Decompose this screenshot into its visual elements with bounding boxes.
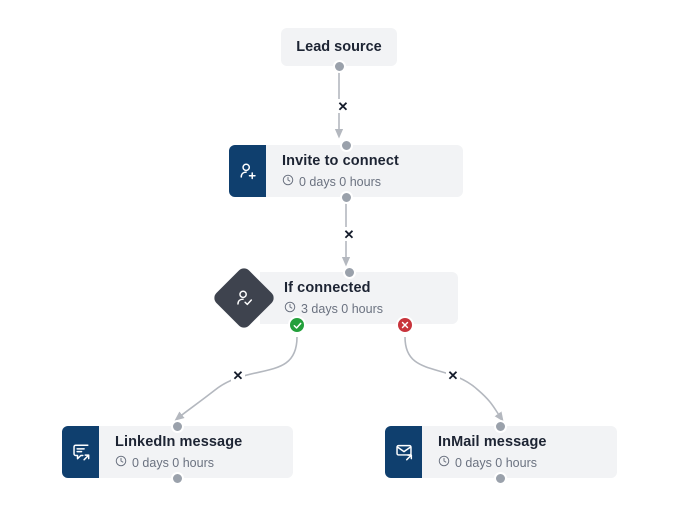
node-delay-linkedin-message: 0 days 0 hours [115, 455, 293, 471]
node-delay-inmail-message: 0 days 0 hours [438, 455, 617, 471]
node-delay-if-connected: 3 days 0 hours [284, 301, 458, 317]
port-linkedin-message-in[interactable] [171, 420, 184, 433]
port-linkedin-message-out[interactable] [171, 472, 184, 485]
mail-send-icon [385, 426, 422, 478]
node-delay-text-if-connected: 3 days 0 hours [301, 301, 383, 316]
port-invite-to-connect-out[interactable] [340, 191, 353, 204]
edge-remove-invite-ifconnected[interactable]: ✕ [342, 226, 356, 242]
edge-remove-lead-invite[interactable]: ✕ [336, 98, 350, 114]
node-lead-source[interactable]: Lead source [281, 28, 397, 66]
check-icon [293, 322, 301, 329]
port-inmail-message-in[interactable] [494, 420, 507, 433]
node-body-inmail-message: InMail message 0 days 0 hours [422, 426, 617, 478]
node-linkedin-message[interactable]: LinkedIn message 0 days 0 hours [62, 426, 293, 478]
clock-icon [284, 301, 296, 317]
port-lead-source-out[interactable] [333, 60, 346, 73]
node-invite-to-connect[interactable]: Invite to connect 0 days 0 hours [229, 145, 463, 197]
clock-icon [282, 174, 294, 190]
branch-badge-no[interactable] [396, 316, 414, 334]
node-title-invite-to-connect: Invite to connect [282, 152, 399, 169]
node-delay-text-inmail-message: 0 days 0 hours [455, 455, 537, 470]
port-if-connected-in[interactable] [343, 266, 356, 279]
port-invite-to-connect-in[interactable] [340, 139, 353, 152]
clock-icon [115, 455, 127, 471]
node-title-lead-source: Lead source [296, 39, 382, 55]
person-check-icon [233, 287, 255, 309]
node-body-invite-to-connect: Invite to connect 0 days 0 hours [266, 145, 463, 197]
node-delay-text-linkedin-message: 0 days 0 hours [132, 455, 214, 470]
edge-remove-yes-linkedin[interactable]: ✕ [231, 367, 245, 383]
node-title-linkedin-message: LinkedIn message [115, 433, 243, 450]
chat-send-icon [62, 426, 99, 478]
branch-badge-yes[interactable] [288, 316, 306, 334]
node-title-inmail-message: InMail message [438, 433, 547, 450]
node-delay-invite-to-connect: 0 days 0 hours [282, 174, 463, 190]
port-inmail-message-out[interactable] [494, 472, 507, 485]
node-body-linkedin-message: LinkedIn message 0 days 0 hours [99, 426, 293, 478]
clock-icon [438, 455, 450, 471]
node-title-if-connected: If connected [284, 279, 371, 296]
node-delay-text-invite-to-connect: 0 days 0 hours [299, 174, 381, 189]
edge-remove-no-inmail[interactable]: ✕ [446, 367, 460, 383]
person-add-icon [229, 145, 266, 197]
cross-icon [401, 321, 409, 329]
decision-diamond-if-connected[interactable] [211, 265, 277, 331]
node-if-connected[interactable]: If connected 3 days 0 hours [260, 272, 458, 324]
node-inmail-message[interactable]: InMail message 0 days 0 hours [385, 426, 617, 478]
node-body-if-connected: If connected 3 days 0 hours [260, 272, 458, 324]
